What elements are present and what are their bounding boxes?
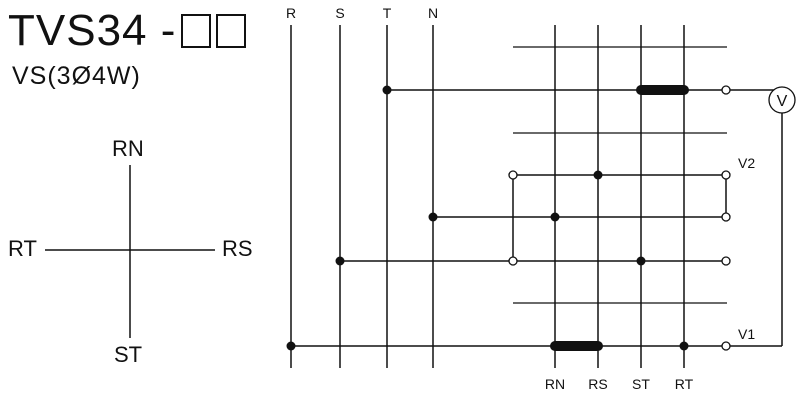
switch-section-dividers: [513, 46, 727, 304]
bus-label-n: N: [428, 5, 438, 21]
position-label-rt: RT: [675, 376, 694, 392]
terminal-circle: [721, 256, 731, 266]
position-label-rs: RS: [588, 376, 607, 392]
supply-buses: [290, 25, 434, 368]
voltmeter: V: [768, 86, 796, 114]
cross-label-left: RT: [8, 236, 37, 261]
terminal-label-v2: V2: [738, 155, 755, 171]
terminal-circle: [721, 212, 731, 222]
open-terminals: [508, 85, 731, 351]
terminal-circle: [721, 170, 731, 180]
position-label-st: ST: [632, 376, 650, 392]
junction-dot: [335, 256, 345, 266]
cross-label-right: RS: [222, 236, 253, 261]
junction-dot: [679, 341, 689, 351]
voltmeter-symbol: V: [777, 93, 788, 110]
terminal-circle: [508, 256, 518, 266]
bus-labels: R S T N: [286, 5, 438, 21]
model-code-box-1: [181, 14, 212, 48]
junction-dot: [593, 170, 603, 180]
connection-type: VS(3Ø4W): [12, 62, 141, 90]
terminal-label-v1: V1: [738, 326, 755, 342]
junction-dot: [636, 256, 646, 266]
cross-label-top: RN: [112, 136, 144, 161]
junction-dot: [286, 341, 296, 351]
position-cross: [45, 165, 215, 338]
bus-label-r: R: [286, 5, 296, 21]
junction-dots: [286, 85, 689, 351]
junction-dot: [382, 85, 392, 95]
model-number: TVS34 -: [8, 6, 247, 56]
cross-label-bottom: ST: [114, 342, 143, 367]
bus-label-s: S: [335, 5, 344, 21]
model-number-text: TVS34 -: [8, 6, 177, 55]
junction-dot: [428, 212, 438, 222]
model-code-box-2: [216, 14, 247, 48]
terminal-circle: [721, 85, 731, 95]
switch-position-lines: [554, 25, 685, 368]
terminal-circle: [508, 170, 518, 180]
terminal-circle: [721, 341, 731, 351]
horizontal-wires: [291, 88, 783, 347]
bus-label-t: T: [383, 5, 392, 21]
position-labels: RN RS ST RT: [545, 376, 694, 392]
position-label-rn: RN: [545, 376, 565, 392]
junction-dot: [550, 212, 560, 222]
contact-bars: [550, 85, 689, 351]
voltmeter-icon: [768, 86, 796, 114]
